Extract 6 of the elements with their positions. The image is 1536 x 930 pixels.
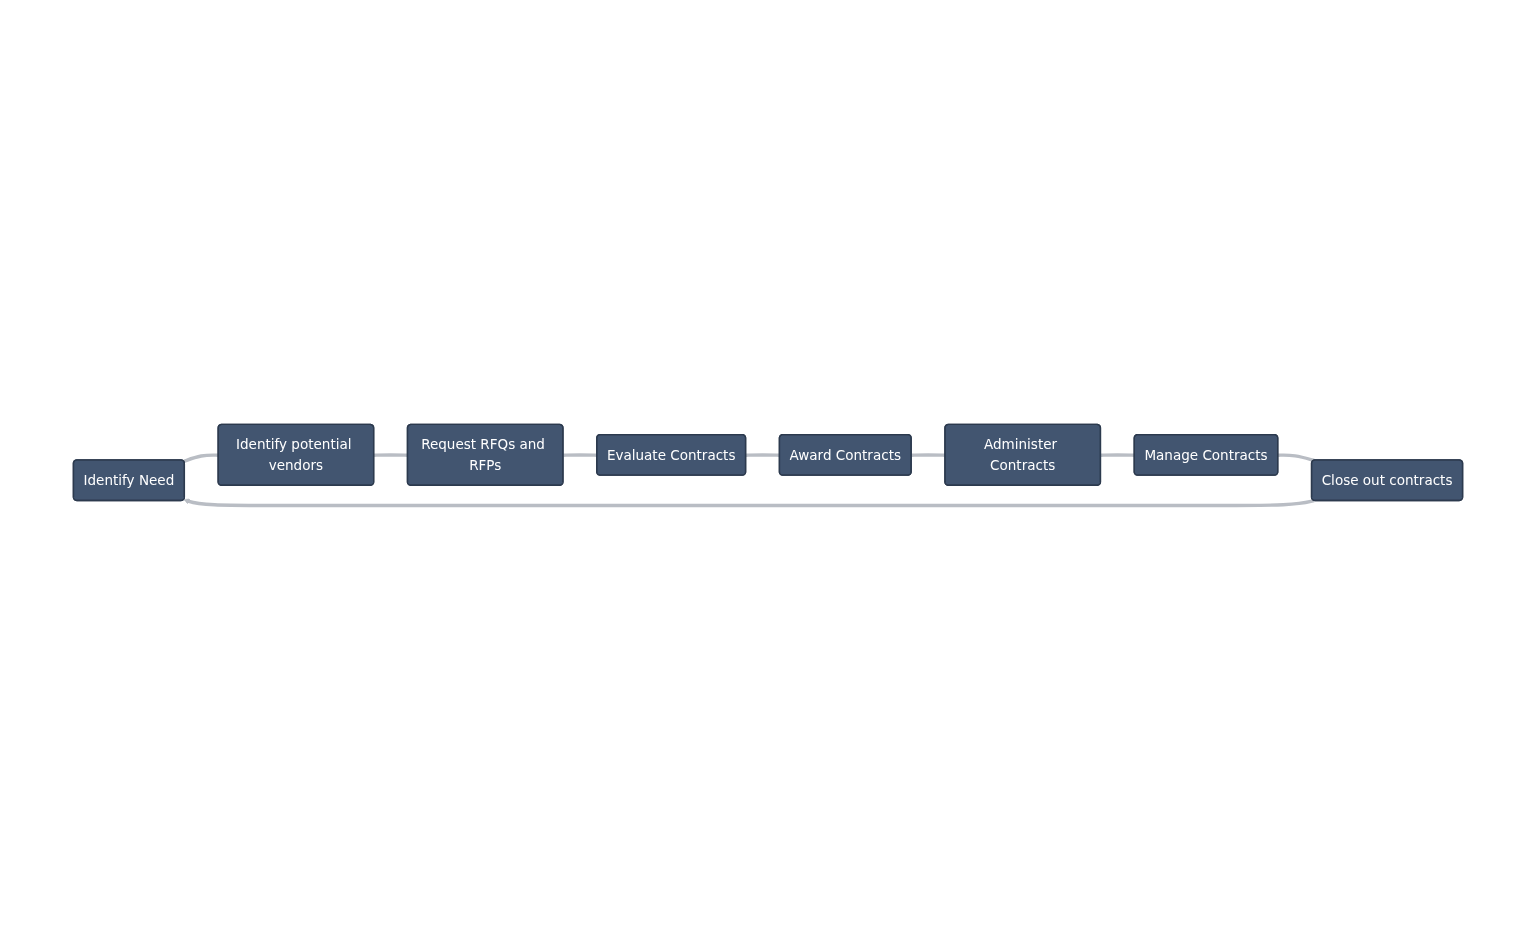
connector: [373, 453, 408, 457]
arrow: [183, 498, 1315, 508]
connector: [745, 453, 780, 457]
connector: [1100, 453, 1135, 457]
connector: [1278, 453, 1315, 463]
connector: [183, 453, 219, 463]
